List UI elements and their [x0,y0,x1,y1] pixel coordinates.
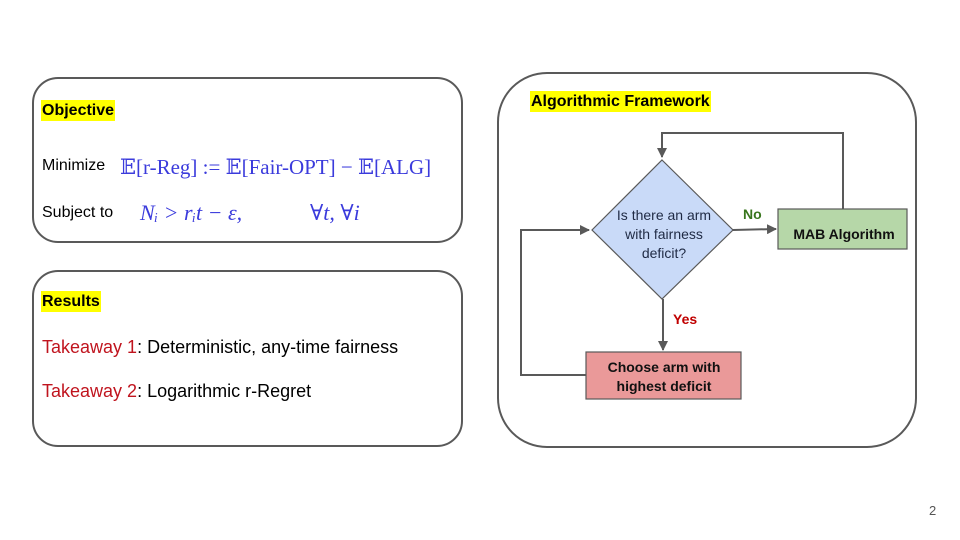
framework-title: Algorithmic Framework [530,91,711,112]
takeaway-2-label: Takeaway 2 [42,381,138,401]
subject-to-label: Subject to [42,204,114,221]
objective-title: Objective [41,100,116,121]
choose-arm-line-2: highest deficit [617,378,712,394]
constraint-quantifier: ∀t, ∀i [310,200,360,225]
constraint-expression: Nᵢ > rᵢt − ε, [140,200,243,225]
results-panel: Results Takeaway 1: Deterministic, any-t… [32,270,463,447]
mab-algorithm-box [777,208,908,250]
results-title: Results [41,291,101,312]
takeaway-1-text: : Deterministic, any-time fairness [137,337,399,357]
choose-arm-box [585,351,742,400]
no-arrow [732,224,777,235]
objective-panel: Objective Minimize 𝔼[r-Reg] := 𝔼[Fair-OP… [32,77,463,243]
loop-arrow-mab-to-decision [657,132,844,210]
decision-text-line-3: deficit? [642,245,687,261]
minimize-label: Minimize [42,157,106,174]
page-number: 2 [929,503,937,518]
takeaway-2: Takeaway 2: Logarithmic r-Regret [42,381,311,402]
takeaway-2-text: : Logarithmic r-Regret [137,381,312,401]
yes-label: Yes [673,311,697,327]
minimize-expression: 𝔼[r-Reg] := 𝔼[Fair-OPT] − 𝔼[ALG] [120,155,432,179]
decision-text-line-1: Is there an arm [617,207,711,223]
no-label: No [743,206,762,222]
loop-arrow-choose-to-decision [520,225,590,376]
takeaway-1: Takeaway 1: Deterministic, any-time fair… [42,337,398,358]
mab-algorithm-label: MAB Algorithm [793,226,894,242]
takeaway-1-label: Takeaway 1 [42,337,138,357]
choose-arm-line-1: Choose arm with [608,359,721,375]
decision-text-line-2: with fairness [624,226,703,242]
